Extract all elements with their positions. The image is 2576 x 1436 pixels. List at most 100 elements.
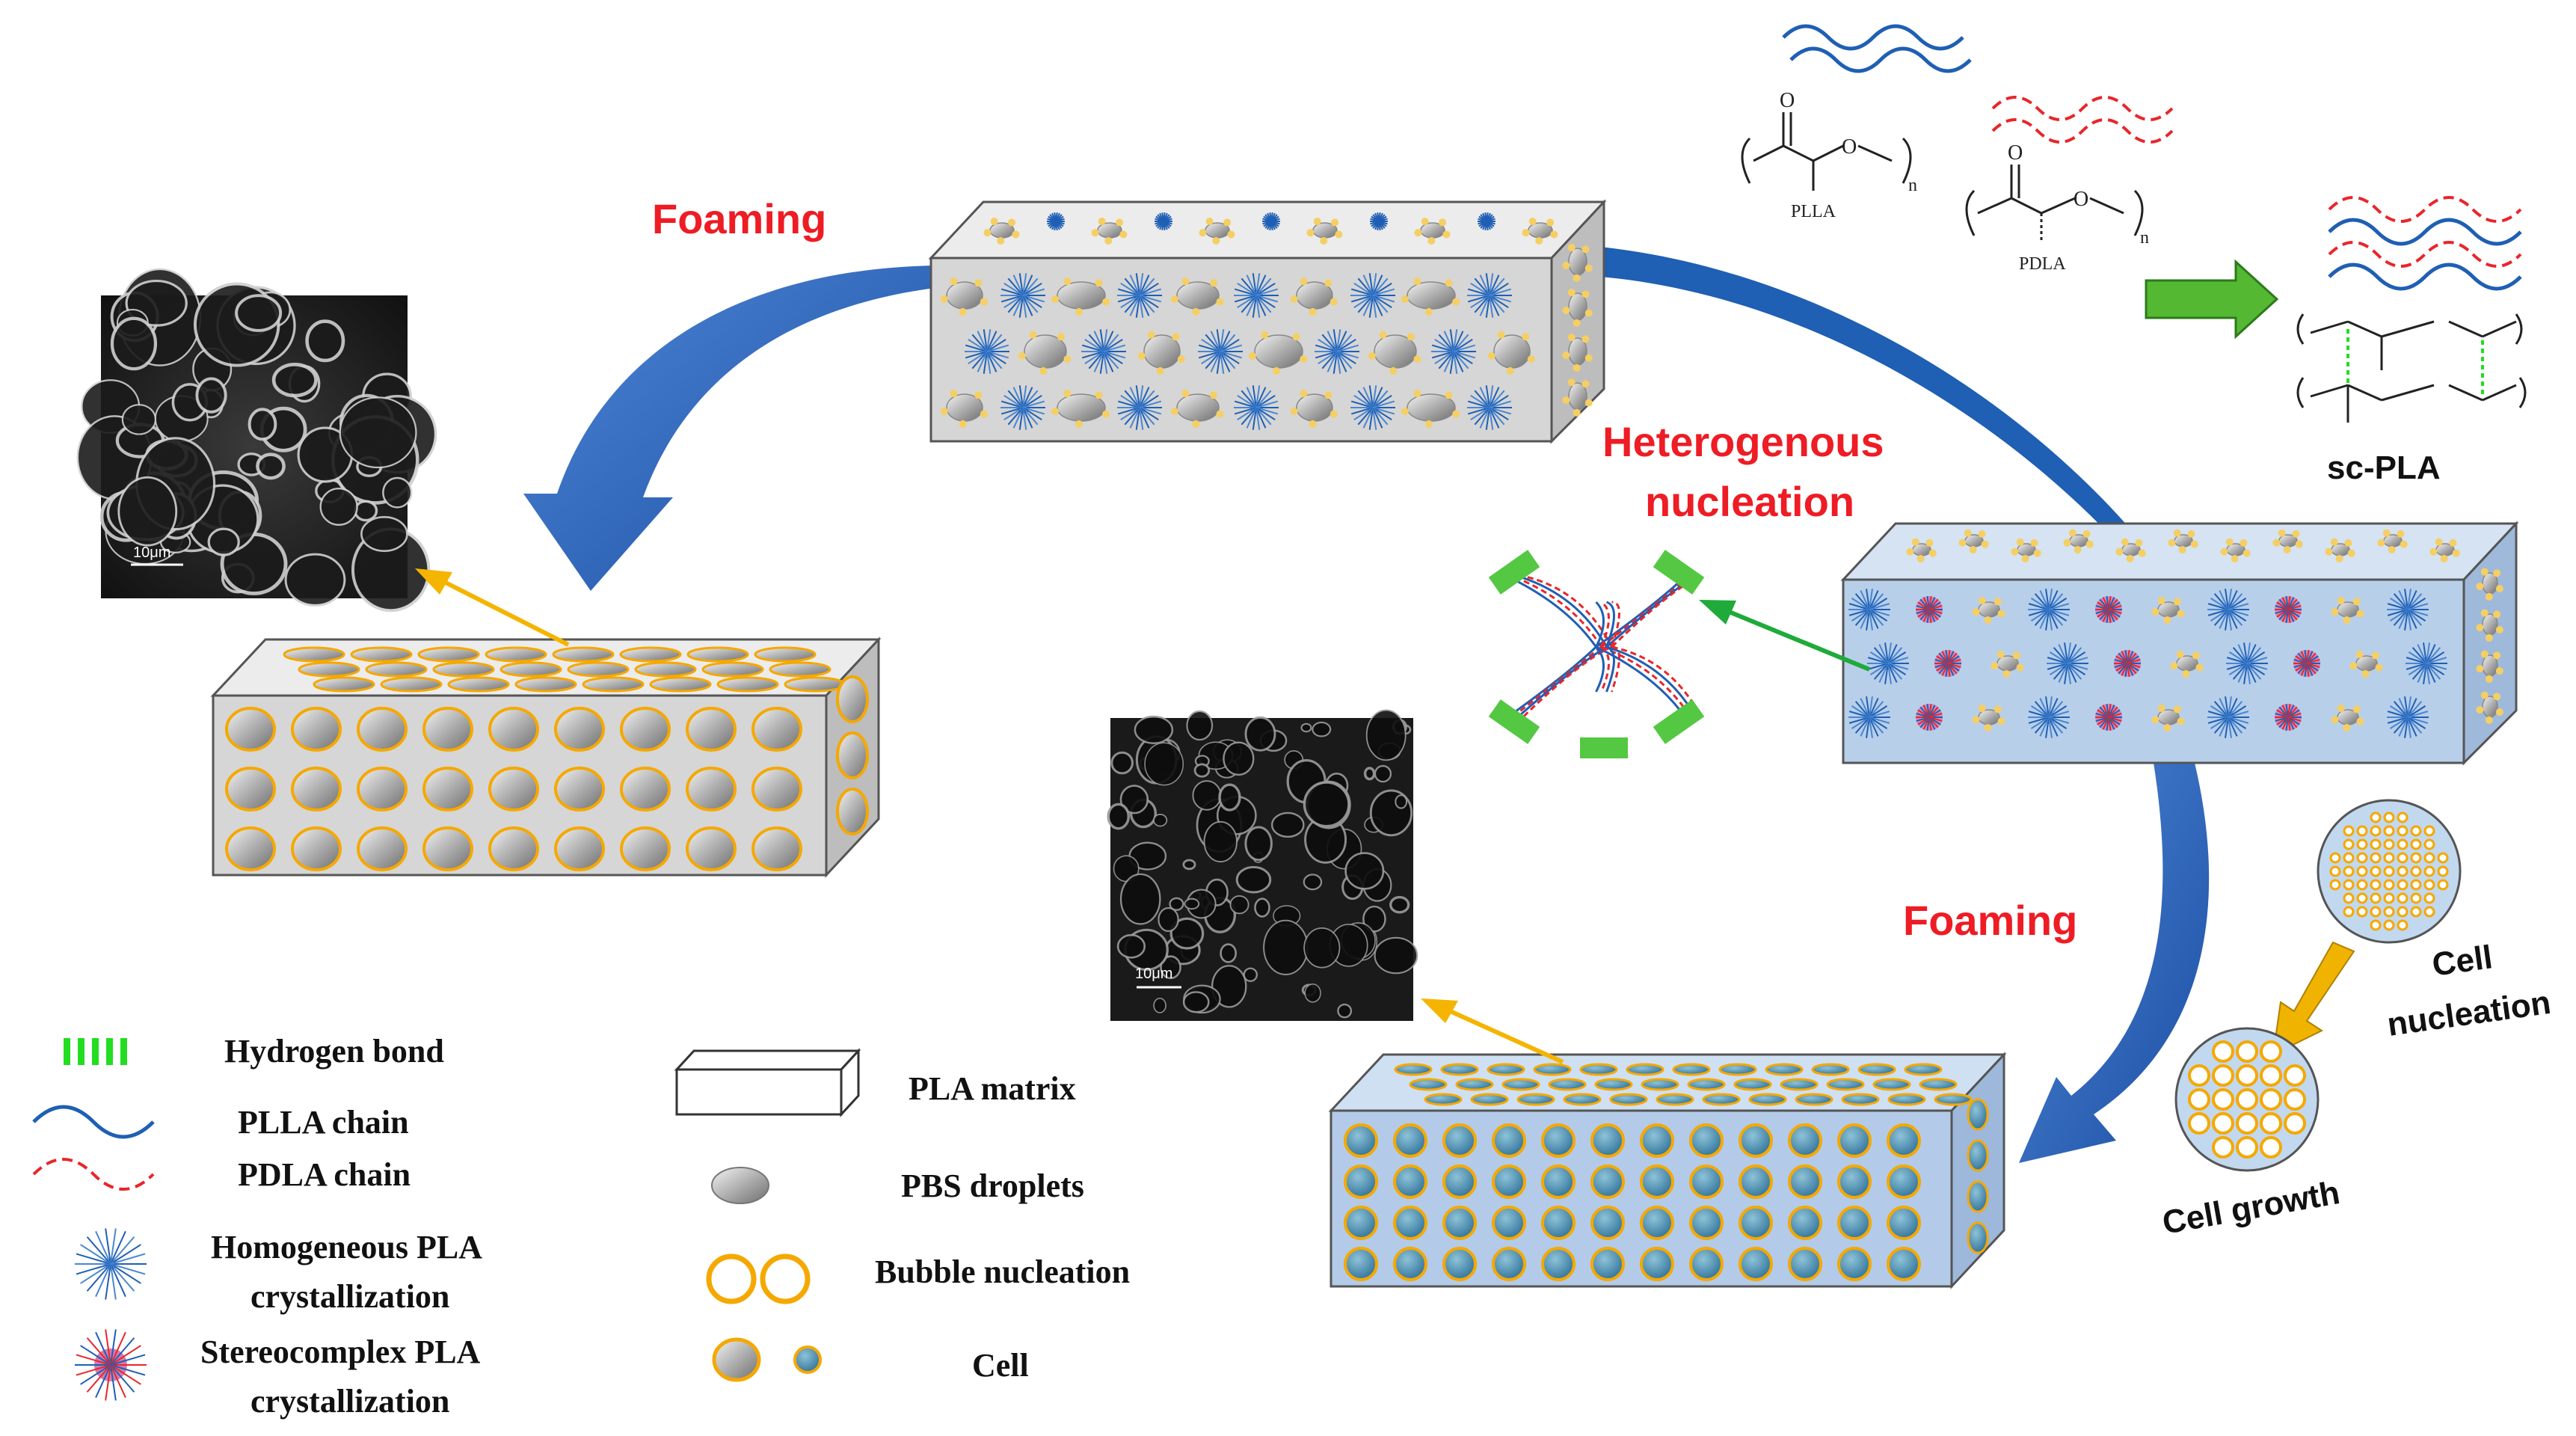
right-block-droplet bbox=[1972, 705, 2005, 731]
foaming-label-top: Foaming bbox=[652, 195, 826, 242]
pdla-o-ester: O bbox=[2074, 188, 2088, 211]
nucleated-cell-dot bbox=[2329, 865, 2341, 877]
grown-cell-dot bbox=[2236, 1064, 2258, 1087]
nucleated-cell-dot bbox=[2343, 838, 2355, 850]
grown-cell-dot bbox=[2260, 1112, 2282, 1135]
left-top-face-cell bbox=[784, 676, 846, 693]
nucleation-chain bbox=[1505, 574, 1597, 648]
bottom-top-face-cell bbox=[1656, 1093, 1694, 1106]
sem-center-pore bbox=[1182, 859, 1196, 871]
sem-center-pore bbox=[1186, 710, 1214, 741]
nucleated-cell-dot bbox=[2397, 879, 2409, 891]
grown-cell-dot bbox=[2236, 1040, 2258, 1063]
left-top-face-cell bbox=[754, 646, 817, 663]
heterogenous-label-line1: Heterogenous bbox=[1602, 418, 1884, 465]
heterogenous-label-line2: nucleation bbox=[1645, 478, 1854, 525]
sem-left-pore bbox=[319, 488, 358, 526]
legend-stereocomplex-icon bbox=[75, 1329, 147, 1401]
top-block-pbs-droplet bbox=[1401, 390, 1460, 428]
nucleated-cell-dot bbox=[2383, 906, 2395, 918]
plla-label: PLLA bbox=[1791, 202, 1836, 221]
sem-center-pore bbox=[1243, 967, 1258, 983]
nucleated-cell-dot bbox=[2437, 852, 2449, 864]
left-block-cell bbox=[554, 767, 605, 811]
sem-center-pore bbox=[1374, 764, 1392, 783]
right-top-face-droplet bbox=[2168, 529, 2198, 553]
nucleated-cell-dot bbox=[2356, 892, 2368, 904]
nucleated-cell-dot bbox=[2329, 879, 2341, 891]
sem-center-pore bbox=[1153, 814, 1168, 827]
nucleated-cell-dot bbox=[2383, 838, 2395, 850]
bottom-block-cell bbox=[1541, 1165, 1576, 1199]
left-top-face-cell bbox=[686, 646, 749, 663]
left-side-face-cell bbox=[836, 675, 869, 723]
bottom-block-cell bbox=[1788, 1247, 1822, 1281]
left-top-face-cell bbox=[552, 646, 615, 663]
bottom-top-face-cell bbox=[1826, 1078, 1865, 1091]
legend-cell-icon-blue bbox=[793, 1346, 822, 1374]
top-block-spherulite bbox=[1000, 385, 1045, 430]
top-block-spherulite bbox=[1315, 329, 1359, 374]
bottom-top-face-cell bbox=[1857, 1063, 1896, 1076]
left-block-cell bbox=[488, 826, 539, 871]
sem-center-pore bbox=[1192, 780, 1222, 811]
legend-pbs-droplet-icon bbox=[711, 1167, 769, 1204]
sem-left-pore bbox=[382, 476, 413, 509]
block-bottom-foam bbox=[1328, 1052, 2007, 1289]
bottom-block-cell bbox=[1590, 1123, 1625, 1158]
left-top-face-cell bbox=[365, 661, 428, 678]
nucleated-cell-dot bbox=[2423, 852, 2435, 864]
nucleation-chain bbox=[1595, 645, 1605, 693]
nucleated-cell-dot bbox=[2397, 825, 2409, 837]
bottom-block-cell bbox=[1492, 1123, 1526, 1158]
bottom-block-cell bbox=[1739, 1123, 1773, 1158]
grown-cell-dot bbox=[2284, 1088, 2306, 1111]
top-block-spherulite bbox=[1000, 273, 1045, 318]
grown-cell-dot bbox=[2188, 1064, 2210, 1087]
sem-center-pore bbox=[1169, 917, 1205, 950]
right-block-stereocomplex-spherulite bbox=[2293, 650, 2320, 677]
nucleated-cell-dot bbox=[2410, 825, 2422, 837]
grown-cell-dot bbox=[2236, 1136, 2258, 1159]
bottom-block-cell bbox=[1393, 1123, 1427, 1158]
bottom-top-face-cell bbox=[1516, 1093, 1555, 1106]
plla-subscript-n: n bbox=[1908, 176, 1917, 195]
bottom-top-face-cell bbox=[1641, 1078, 1679, 1091]
bottom-block-cell bbox=[1640, 1247, 1674, 1281]
top-block-spherulite bbox=[1081, 329, 1126, 374]
nucleated-cell-dot bbox=[2410, 879, 2422, 891]
grown-cell-dot bbox=[2236, 1088, 2258, 1111]
bottom-block-cell bbox=[1442, 1165, 1477, 1199]
bottom-side-face-cell bbox=[1967, 1221, 1989, 1254]
bottom-block-cell bbox=[1788, 1206, 1822, 1240]
sem-center-pore bbox=[1153, 998, 1166, 1013]
foaming-arrow-right bbox=[2019, 763, 2210, 1163]
grown-cell-dot bbox=[2212, 1136, 2234, 1159]
nucleated-cell-dot bbox=[2397, 892, 2409, 904]
bottom-block-cell bbox=[1492, 1247, 1526, 1281]
sem-center-pore bbox=[1119, 873, 1161, 925]
bottom-top-face-cell bbox=[1548, 1078, 1587, 1091]
right-side-face-droplet bbox=[2476, 609, 2503, 642]
nucleated-cell-dot bbox=[2383, 879, 2395, 891]
pdla-structure bbox=[1965, 165, 2144, 243]
top-face-droplet bbox=[1414, 218, 1451, 245]
sem-center-pore bbox=[1110, 751, 1134, 775]
grown-cell-dot bbox=[2212, 1040, 2234, 1063]
nucleation-chain bbox=[1611, 645, 1703, 719]
top-block-pbs-droplet bbox=[1290, 277, 1338, 316]
nucleated-cell-dot bbox=[2397, 906, 2409, 918]
nucleated-cell-dot bbox=[2423, 892, 2435, 904]
left-block-cell bbox=[291, 826, 342, 871]
left-side-face-cell bbox=[836, 788, 869, 835]
top-face-droplet bbox=[1091, 218, 1128, 245]
bottom-block-cell bbox=[1344, 1123, 1378, 1158]
top-block-pbs-droplet bbox=[1170, 277, 1224, 316]
right-block-droplet bbox=[2151, 705, 2185, 731]
nucleated-cell-dot bbox=[2356, 838, 2368, 850]
sc-pdla-wave-1 bbox=[2328, 196, 2522, 223]
nucleated-cell-dot bbox=[2397, 919, 2409, 931]
left-top-face-cell bbox=[380, 676, 443, 693]
